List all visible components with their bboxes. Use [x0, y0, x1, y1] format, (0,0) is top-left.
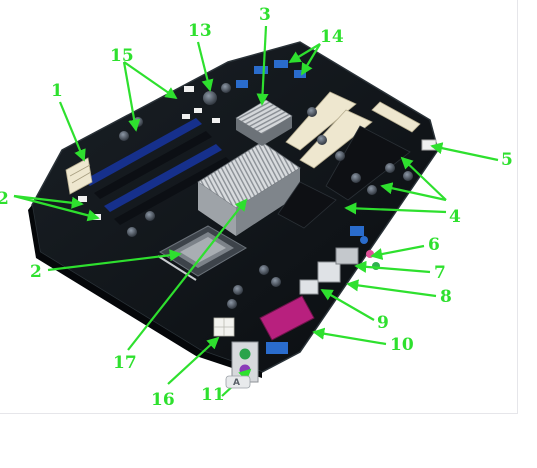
arrow-13 [196, 41, 214, 92]
callout-label-8: 8 [440, 287, 452, 307]
callout-label-1: 1 [51, 81, 63, 101]
callout-label-4: 4 [449, 207, 461, 227]
arrow-6 [370, 244, 425, 260]
callout-label-6: 6 [428, 235, 440, 255]
watermark-badge: A [225, 375, 251, 389]
pci-slot-2 [299, 109, 373, 169]
capacitors [119, 83, 413, 309]
ram-latch-white-1 [78, 196, 87, 202]
usb-port-block-1 [299, 279, 319, 295]
arrow-15a [122, 61, 141, 132]
arrow-2a [13, 194, 84, 209]
callout-label-10: 10 [390, 335, 414, 355]
top-headers [184, 60, 306, 92]
pci-slot-3 [325, 125, 411, 201]
callout-labels: 1 2 2 3 4 5 6 7 8 9 10 11 13 14 15 16 17 [0, 5, 513, 410]
pcie-slot [277, 181, 337, 229]
arrow-16 [167, 336, 220, 385]
ram-latch-top-2 [194, 108, 202, 113]
audio-jack-blue [360, 236, 368, 244]
firewire-port [350, 226, 364, 236]
ram-latch-top-1 [182, 114, 190, 119]
badge-text: A [233, 378, 240, 388]
callout-label-9: 9 [377, 313, 389, 333]
cpu-power-connector [213, 317, 235, 337]
callout-label-16: 16 [151, 390, 175, 410]
arrow-14b [301, 43, 321, 76]
arrow-4b [380, 182, 447, 202]
chipset-heatsink [235, 99, 293, 146]
arrow-5 [430, 142, 499, 162]
pci-slot-4 [371, 101, 421, 133]
callout-label-11: 11 [201, 385, 225, 405]
lan-port [335, 247, 359, 265]
memory-slots [78, 108, 232, 225]
ram-slot-2 [94, 131, 212, 199]
callout-label-17: 17 [113, 353, 137, 373]
arrow-9 [320, 289, 375, 321]
callout-label-2: 2 [0, 189, 9, 209]
callout-label-5: 5 [501, 150, 513, 170]
callout-label-2-lower: 2 [30, 262, 42, 282]
arrow-10 [312, 327, 387, 346]
arrow-2-lower [47, 249, 182, 272]
arrow-4c [344, 202, 447, 215]
expansion-slots [277, 91, 421, 229]
serial-port [266, 342, 288, 354]
right-edge-connector [421, 139, 437, 151]
callout-label-7: 7 [434, 263, 446, 283]
pci-slot-1 [285, 91, 357, 151]
northbridge-heatsink [197, 141, 301, 236]
atx-power-connector [65, 157, 93, 195]
arrow-17 [127, 198, 248, 351]
arrow-2b [13, 194, 100, 222]
cpu-socket [157, 225, 247, 281]
callout-label-15: 15 [110, 46, 134, 66]
arrow-7 [354, 260, 431, 274]
arrow-3 [256, 25, 269, 106]
usb-port-block-2 [317, 261, 341, 283]
ram-slot-3 [104, 144, 222, 212]
arrow-15b [123, 61, 178, 100]
ram-slot-1 [84, 118, 202, 186]
arrow-8 [346, 279, 437, 298]
ram-latch-top-3 [212, 118, 220, 123]
callout-label-13: 13 [188, 21, 212, 41]
arrow-14a [288, 43, 321, 63]
ram-slot-4 [114, 157, 232, 225]
parallel-port [259, 295, 315, 341]
socket-lever [157, 255, 197, 281]
rear-io-panel [231, 226, 380, 383]
arrow-1 [58, 101, 86, 162]
arrow-4a [400, 156, 447, 201]
callout-label-3: 3 [259, 5, 271, 25]
ps2-mouse-port [239, 348, 251, 360]
callout-label-14: 14 [320, 27, 344, 47]
callout-arrows [13, 25, 499, 397]
